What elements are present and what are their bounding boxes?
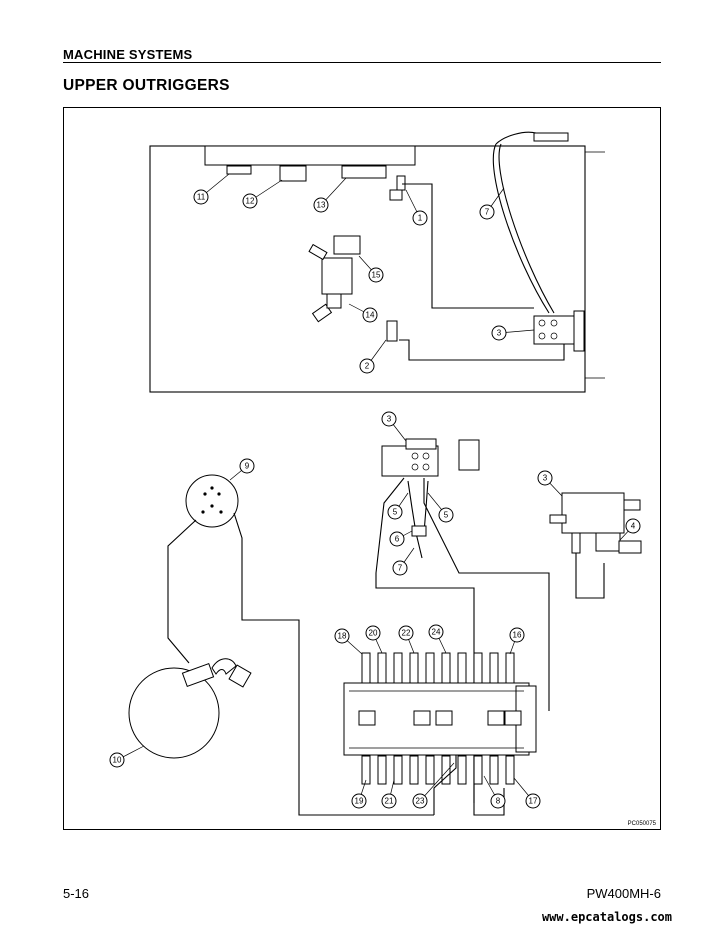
valve-stem [409,755,419,785]
callout-3: 3 [491,325,507,341]
svg-text:19: 19 [355,797,364,806]
svg-text:21: 21 [385,797,394,806]
callout-5: 5 [387,504,403,520]
callout-3: 3 [381,411,397,427]
valve-stem [441,652,451,684]
pressure-block [549,492,642,554]
callout-11: 11 [193,189,209,205]
callout-15: 15 [368,267,384,283]
callout-9: 9 [239,458,255,474]
model-number: PW400MH-6 [586,886,661,901]
svg-text:3: 3 [543,474,548,483]
frame-plate [149,132,605,393]
callout-14: 14 [362,307,378,323]
callout-20: 20 [365,625,381,641]
callout-10: 10 [109,752,125,768]
svg-text:13: 13 [317,201,326,210]
accumulator [128,658,252,759]
svg-text:17: 17 [529,797,538,806]
callout-22: 22 [398,625,414,641]
callout-18: 18 [334,628,350,644]
callout-6: 6 [389,531,405,547]
callout-23: 23 [412,793,428,809]
callout-21: 21 [381,793,397,809]
valve-stems [361,652,515,785]
svg-text:20: 20 [369,629,378,638]
page-number: 5-16 [63,886,90,901]
control-valve [343,682,537,756]
callout-8: 8 [490,793,506,809]
svg-text:2: 2 [365,362,370,371]
callout-2: 2 [359,358,375,374]
svg-text:15: 15 [372,271,381,280]
callout-16: 16 [509,627,525,643]
callout-24: 24 [428,624,444,640]
valve-stem [377,652,387,684]
svg-text:23: 23 [416,797,425,806]
page-title: UPPER OUTRIGGERS [63,77,230,94]
svg-text:1: 1 [418,214,423,223]
valve-stem [505,652,515,684]
svg-text:3: 3 [387,415,392,424]
valve-stem [409,652,419,684]
valve-stem [457,755,467,785]
svg-text:22: 22 [402,629,411,638]
callout-leader [419,762,455,802]
callout-7: 7 [479,204,495,220]
valve-stem [457,652,467,684]
svg-text:4: 4 [631,522,636,531]
header-rule [63,62,661,63]
svg-text:12: 12 [246,197,255,206]
callout-19: 19 [351,793,367,809]
svg-text:3: 3 [497,329,502,338]
svg-text:16: 16 [513,631,522,640]
svg-text:8: 8 [496,797,501,806]
svg-text:10: 10 [113,756,122,765]
valve-stem [441,755,451,785]
callout-12: 12 [242,193,258,209]
valve-stem [473,755,483,785]
valve-stem [393,755,403,785]
callout-17: 17 [525,793,541,809]
svg-text:24: 24 [432,628,441,637]
valve-stem [489,652,499,684]
section-header: MACHINE SYSTEMS [63,47,193,62]
svg-text:14: 14 [366,311,375,320]
valve-stem [425,652,435,684]
svg-text:7: 7 [398,564,403,573]
svg-text:18: 18 [338,632,347,641]
rotary-sensor [185,474,239,528]
valve-stem [393,652,403,684]
svg-text:11: 11 [197,193,206,202]
svg-text:5: 5 [444,511,449,520]
terminal-block-mid [381,438,480,477]
valve-stem [473,652,483,684]
plate-components [226,165,585,352]
svg-text:6: 6 [395,535,400,544]
callout-3: 3 [537,470,553,486]
callout-13: 13 [313,197,329,213]
callout-1: 1 [412,210,428,226]
callout-4: 4 [625,518,641,534]
valve-stem [377,755,387,785]
valve-stem [361,652,371,684]
valve-stem [361,755,371,785]
svg-text:9: 9 [245,462,250,471]
svg-text:7: 7 [485,208,490,217]
callout-5: 5 [438,507,454,523]
figure-code: PC050075 [627,821,656,827]
valve-stem [425,755,435,785]
valve-stem [505,755,515,785]
callout-7: 7 [392,560,408,576]
watermark: www.epcatalogs.com [541,910,672,924]
valve-stem [489,755,499,785]
svg-text:5: 5 [393,508,398,517]
